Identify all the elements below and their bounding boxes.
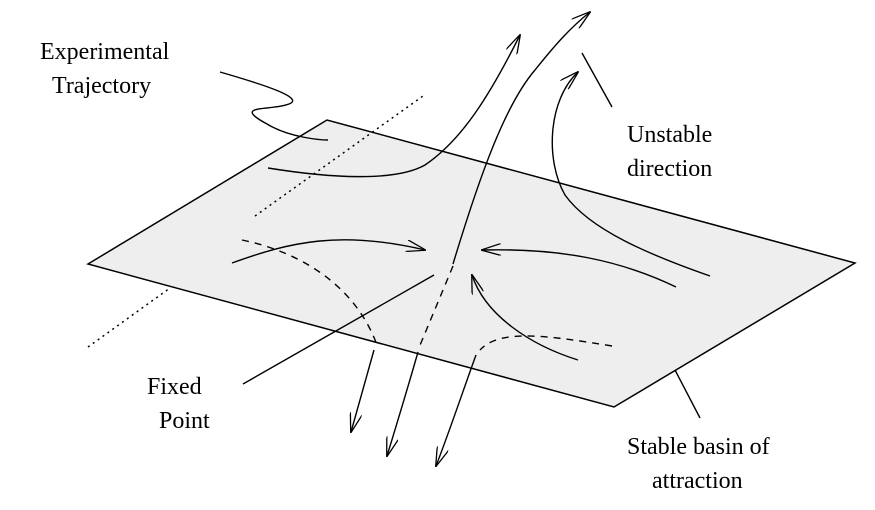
dashed-center-branch [417, 265, 454, 351]
trajectory-upward [267, 35, 520, 178]
experimental-trajectory-label: Experimental Trajectory [40, 39, 170, 99]
stable-lower-right-arrow [472, 275, 579, 361]
dashed-left-branch [241, 239, 378, 346]
unstable-direction-leader [581, 52, 613, 108]
unstable-right-up [551, 72, 711, 277]
dotted-axis-lower [87, 287, 171, 348]
fixed-point-leader [242, 274, 435, 385]
down-arrow-left [351, 349, 375, 432]
stable-plane [86, 119, 857, 408]
down-arrow-right [436, 354, 477, 466]
unstable-center-up [452, 12, 590, 265]
unstable-direction-label: Unstable direction [627, 122, 713, 182]
down-arrow-center [387, 351, 419, 456]
fixed-point-label: Fixed Point [147, 374, 210, 434]
stable-basin-leader [674, 369, 701, 419]
stable-basin-label: Stable basin of attraction [627, 434, 770, 494]
stable-left-arrow [231, 239, 425, 264]
dotted-axis-upper [254, 95, 424, 217]
experimental-trajectory-curve [219, 71, 329, 141]
dashed-right-branch [479, 335, 613, 351]
stable-right-arrow [482, 250, 677, 288]
